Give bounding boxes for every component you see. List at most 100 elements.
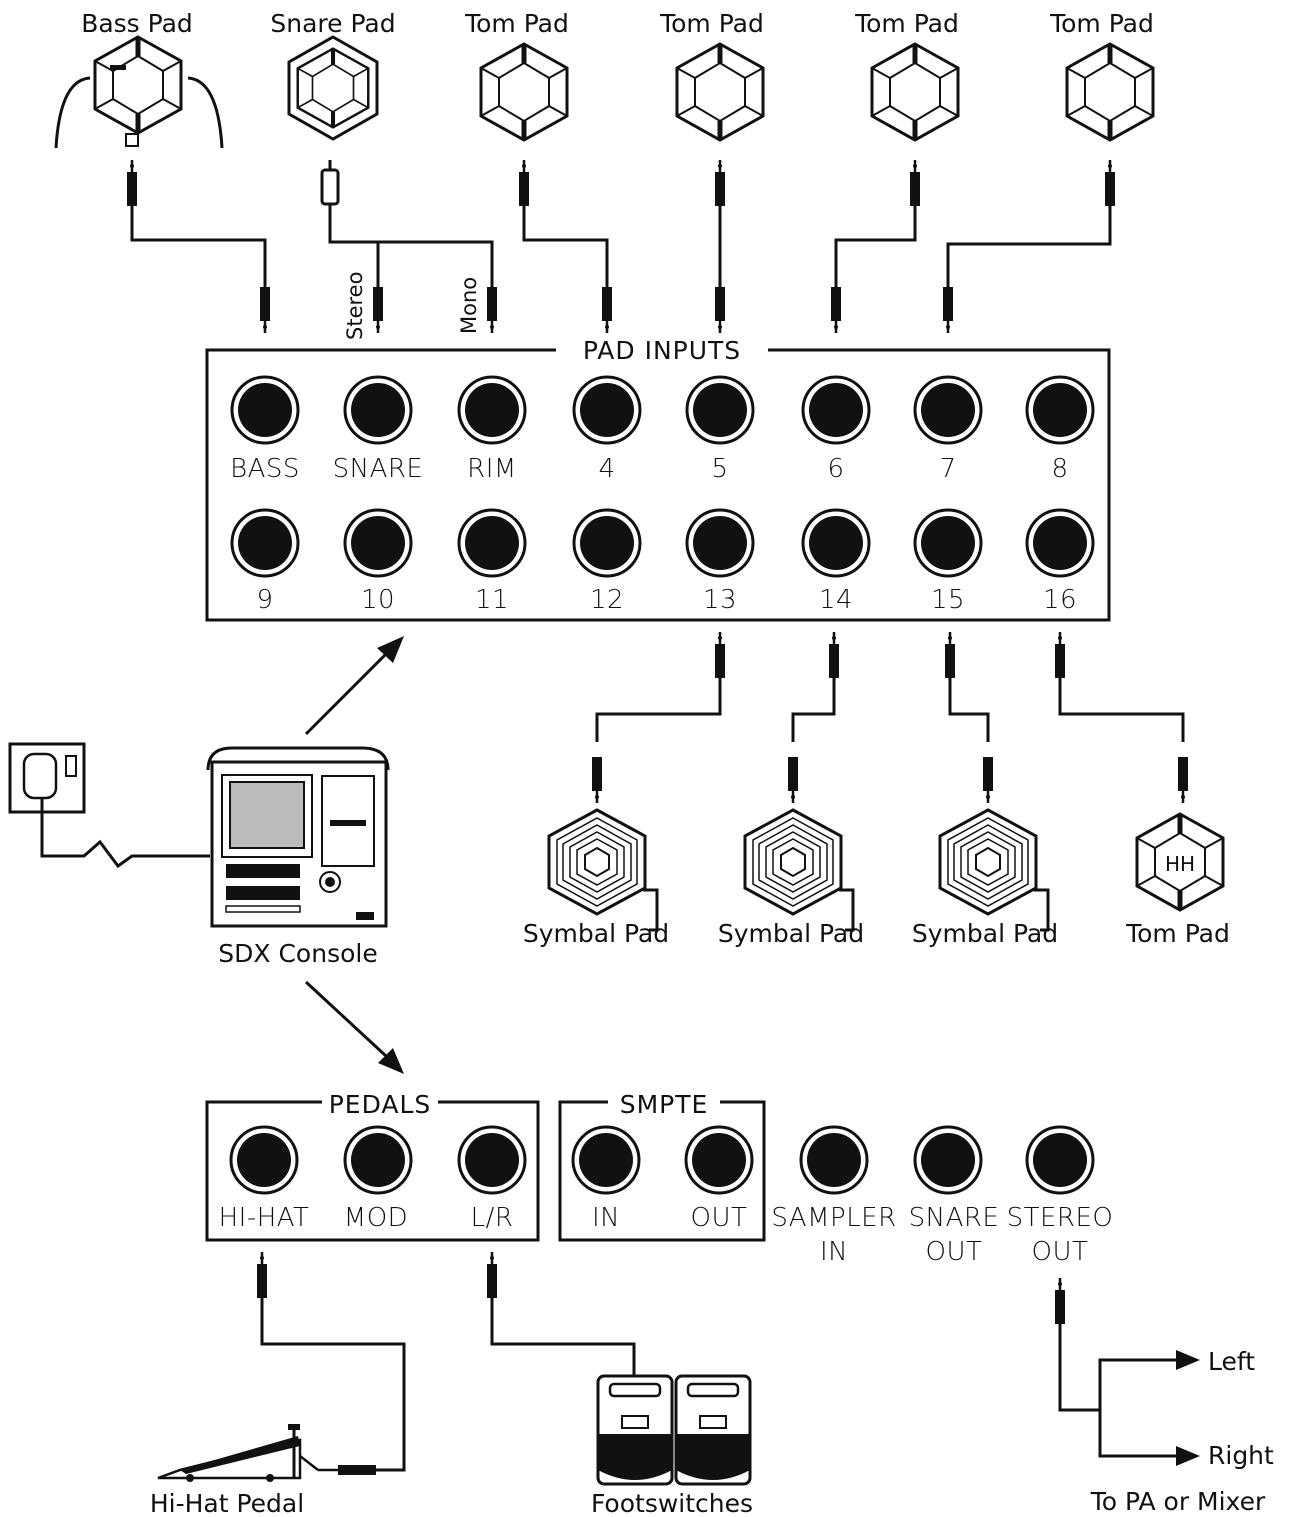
wall-socket <box>8 742 210 869</box>
pad-input-6[interactable]: 6 <box>801 375 871 484</box>
pad-inputs-panel: PAD INPUTS BASS SNARE RIM 4 5 6 7 8 9 10… <box>205 336 1111 622</box>
pedals-panel: PEDALS HI-HAT MOD L/R <box>205 1088 540 1242</box>
smpte-in-jack[interactable]: IN <box>571 1125 641 1233</box>
left-output-label: Left <box>1208 1347 1255 1376</box>
top-pad-snare: Snare Pad <box>270 9 396 141</box>
pad-inputs-title: PAD INPUTS <box>583 336 741 365</box>
symbal-pad-2-label: Symbal Pad <box>718 919 864 948</box>
pad-input-label: 10 <box>361 585 395 615</box>
pad-input-13[interactable]: 13 <box>685 508 755 615</box>
pad-input-5[interactable]: 5 <box>685 375 755 484</box>
stereo-out-label-line2: OUT <box>1032 1237 1089 1267</box>
tom-pad-2-label: Tom Pad <box>659 9 764 38</box>
tom-pad-4-icon <box>1067 44 1153 140</box>
bass-pad-label: Bass Pad <box>81 9 193 38</box>
top-cables <box>125 158 1117 335</box>
bottom-cables <box>590 630 1190 805</box>
pad-input-bass[interactable]: BASS <box>230 375 300 484</box>
pad-input-16[interactable]: 16 <box>1025 508 1095 615</box>
bass-pad-icon <box>54 37 224 149</box>
smpte-jack-label: IN <box>592 1203 620 1233</box>
pedals-title: PEDALS <box>329 1090 432 1119</box>
hihat-pedal-label: Hi-Hat Pedal <box>150 1489 304 1517</box>
pad-input-11[interactable]: 11 <box>457 508 527 615</box>
hihat-pedal: Hi-Hat Pedal <box>150 1424 319 1517</box>
pad-input-label: 15 <box>931 585 965 615</box>
pedal-input-label: MOD <box>344 1203 408 1233</box>
pad-input-4[interactable]: 4 <box>572 375 642 484</box>
top-pad-tom-2: Tom Pad <box>659 9 764 140</box>
hh-badge: HH <box>1165 852 1195 876</box>
snare-out-label-line2: OUT <box>926 1237 983 1267</box>
stereo-tap-label: Stereo <box>343 272 367 340</box>
pad-input-7[interactable]: 7 <box>913 375 983 484</box>
pad-input-label: 7 <box>939 454 956 484</box>
sampler-in-jack[interactable]: SAMPLER IN <box>771 1125 896 1267</box>
symbal-pad-2: Symbal Pad <box>718 808 864 948</box>
pad-input-label: 11 <box>475 585 509 615</box>
pad-input-snare[interactable]: SNARE <box>333 375 424 484</box>
smpte-jack-label: OUT <box>691 1203 748 1233</box>
snare-pad-icon <box>287 35 379 141</box>
symbal-pad-3-label: Symbal Pad <box>912 919 1058 948</box>
pad-input-10[interactable]: 10 <box>343 508 413 615</box>
pad-input-label: 16 <box>1043 585 1077 615</box>
symbal-pad-1: Symbal Pad <box>523 808 669 948</box>
pad-input-label: SNARE <box>333 454 424 484</box>
pad-input-rim[interactable]: RIM <box>457 375 527 484</box>
pad-input-label: 13 <box>703 585 737 615</box>
pad-input-12[interactable]: 12 <box>572 508 642 615</box>
tom-pad-2-icon <box>677 44 763 140</box>
smpte-out-jack[interactable]: OUT <box>684 1125 754 1233</box>
top-pad-tom-4: Tom Pad <box>1049 9 1154 140</box>
tom-pad-1-icon <box>481 44 567 140</box>
pad-input-15[interactable]: 15 <box>913 508 983 615</box>
top-pad-tom-3: Tom Pad <box>854 9 959 140</box>
arrow-to-pedals <box>304 980 404 1074</box>
pedal-input-lr[interactable]: L/R <box>457 1125 527 1233</box>
footswitches-icon <box>596 1374 752 1486</box>
pedal-input-hihat[interactable]: HI-HAT <box>219 1125 310 1233</box>
footswitches: Footswitches <box>591 1374 753 1517</box>
sdx-console-label: SDX Console <box>218 939 377 968</box>
tom-pad-hh-label: Tom Pad <box>1125 919 1230 948</box>
tom-pad-1-label: Tom Pad <box>464 9 569 38</box>
footswitches-label: Footswitches <box>591 1489 753 1517</box>
symbal-pad-1-icon <box>547 808 659 932</box>
pad-input-label: 9 <box>256 585 273 615</box>
stereo-out-jack[interactable]: STEREO OUT <box>1007 1125 1114 1267</box>
pedal-input-mod[interactable]: MOD <box>343 1125 413 1233</box>
pad-input-14[interactable]: 14 <box>801 508 871 615</box>
symbal-pad-2-icon <box>743 808 855 932</box>
snare-pad-label: Snare Pad <box>270 9 395 38</box>
tom-pad-hh: HH Tom Pad <box>1125 814 1230 948</box>
snare-out-jack[interactable]: SNARE OUT <box>909 1125 1000 1267</box>
smpte-panel: SMPTE IN OUT <box>558 1088 766 1242</box>
pad-input-label: 8 <box>1051 454 1068 484</box>
sdx-console-icon <box>206 746 390 928</box>
symbal-pad-3: Symbal Pad <box>912 808 1058 948</box>
symbal-pad-3-icon <box>938 808 1050 932</box>
sampler-label-line1: SAMPLER <box>771 1203 896 1233</box>
pad-input-9[interactable]: 9 <box>230 508 300 615</box>
pad-input-label: BASS <box>230 454 300 484</box>
snare-out-label-line1: SNARE <box>909 1203 1000 1233</box>
mono-tap-label: Mono <box>457 277 481 334</box>
pedal-input-label: HI-HAT <box>219 1203 310 1233</box>
pad-input-label: RIM <box>467 454 517 484</box>
symbal-pad-1-label: Symbal Pad <box>523 919 669 948</box>
sdx-console: SDX Console <box>206 746 390 968</box>
top-pad-tom-1: Tom Pad <box>464 9 569 140</box>
pad-input-label: 4 <box>598 454 615 484</box>
arrow-to-pad-inputs <box>304 636 404 736</box>
pad-input-label: 6 <box>827 454 844 484</box>
stereo-out-label-line1: STEREO <box>1007 1203 1114 1233</box>
pad-input-label: 14 <box>819 585 853 615</box>
sampler-label-line2: IN <box>820 1237 848 1267</box>
pad-input-8[interactable]: 8 <box>1025 375 1095 484</box>
pad-input-label: 12 <box>590 585 624 615</box>
pad-input-label: 5 <box>711 454 728 484</box>
top-pad-bass: Bass Pad <box>54 9 224 149</box>
destination-label: To PA or Mixer <box>1090 1487 1266 1516</box>
